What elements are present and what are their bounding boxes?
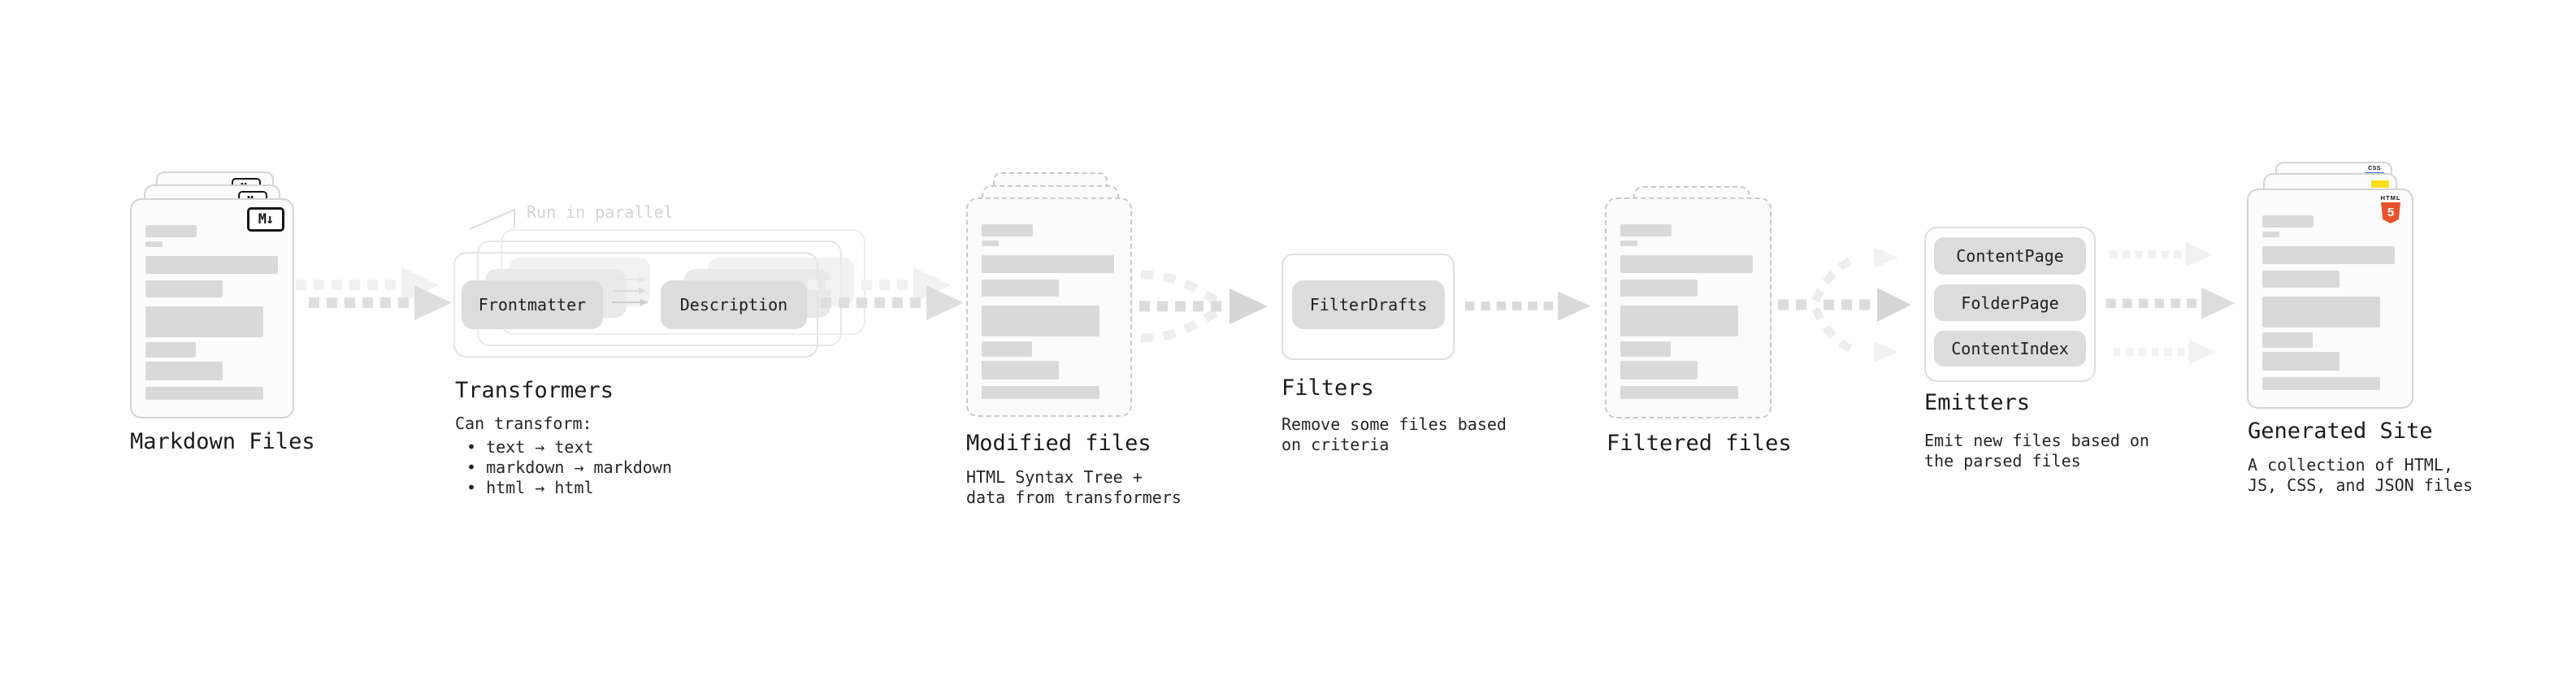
transform-bullet: • text → text	[466, 437, 594, 457]
js-icon	[2371, 180, 2389, 188]
flow-arrow-modified-to-filters-merge	[1139, 270, 1268, 343]
flow-arrow-filters-to-filtered	[1465, 291, 1591, 321]
generated-html-card: HTML 5	[2247, 189, 2413, 409]
modified-files-label: Modified files	[966, 431, 1151, 456]
document-placeholder-lines	[982, 224, 1114, 399]
emitters-label: Emitters	[1924, 390, 2031, 415]
flow-arrow-filtered-to-emitters-split	[1778, 247, 1911, 362]
content-page-pill: ContentPage	[1934, 237, 2086, 275]
filters-box	[1281, 254, 1455, 360]
generated-site-desc: A collection of HTML,	[2248, 455, 2453, 475]
transform-bullet: • html → html	[466, 478, 594, 497]
filtered-file-card-front	[1605, 197, 1772, 419]
folder-page-pill: FolderPage	[1934, 284, 2086, 321]
modified-file-card-front	[966, 197, 1132, 417]
can-transform-title: Can transform:	[455, 414, 592, 433]
filters-desc: on criteria	[1281, 435, 1390, 454]
transformer-run-box-front	[453, 252, 818, 358]
markdown-icon: M↓	[247, 207, 284, 232]
document-placeholder-lines	[145, 225, 278, 400]
filter-drafts-pill: FilterDrafts	[1292, 280, 1445, 329]
transform-bullet: • markdown → markdown	[466, 458, 672, 477]
flow-arrows-emitters-to-generated	[2106, 241, 2236, 365]
emitters-box	[1924, 227, 2096, 382]
filters-label: Filters	[1281, 375, 1374, 401]
transformer-description-pill: Description	[661, 280, 807, 329]
generated-site-desc: JS, CSS, and JSON files	[2248, 475, 2473, 495]
flow-arrow-transformers-to-modified	[808, 267, 964, 320]
transformers-label: Transformers	[455, 378, 614, 403]
content-index-pill: ContentIndex	[1934, 331, 2086, 367]
markdown-files-label: Markdown Files	[130, 429, 315, 454]
filtered-files-label: Filtered files	[1607, 431, 1792, 456]
transform-arrows-icon	[612, 276, 648, 306]
modified-files-desc: HTML Syntax Tree +	[966, 467, 1143, 487]
document-placeholder-lines	[2262, 215, 2395, 390]
run-in-parallel-leader-line	[469, 208, 515, 230]
generated-site-label: Generated Site	[2248, 419, 2433, 444]
modified-files-desc: data from transformers	[966, 488, 1182, 507]
transformer-frontmatter-pill: Frontmatter	[462, 280, 603, 329]
markdown-file-card-front: M↓	[130, 198, 294, 419]
html5-icon: HTML 5	[2380, 194, 2401, 223]
flow-arrow-markdown-to-transformers	[296, 267, 452, 320]
emitters-desc: the parsed files	[1924, 451, 2081, 471]
emitters-desc: Emit new files based on	[1924, 431, 2149, 450]
document-placeholder-lines	[1620, 224, 1753, 399]
run-in-parallel-annotation: Run in parallel	[527, 202, 674, 222]
filters-desc: Remove some files based	[1281, 414, 1507, 434]
